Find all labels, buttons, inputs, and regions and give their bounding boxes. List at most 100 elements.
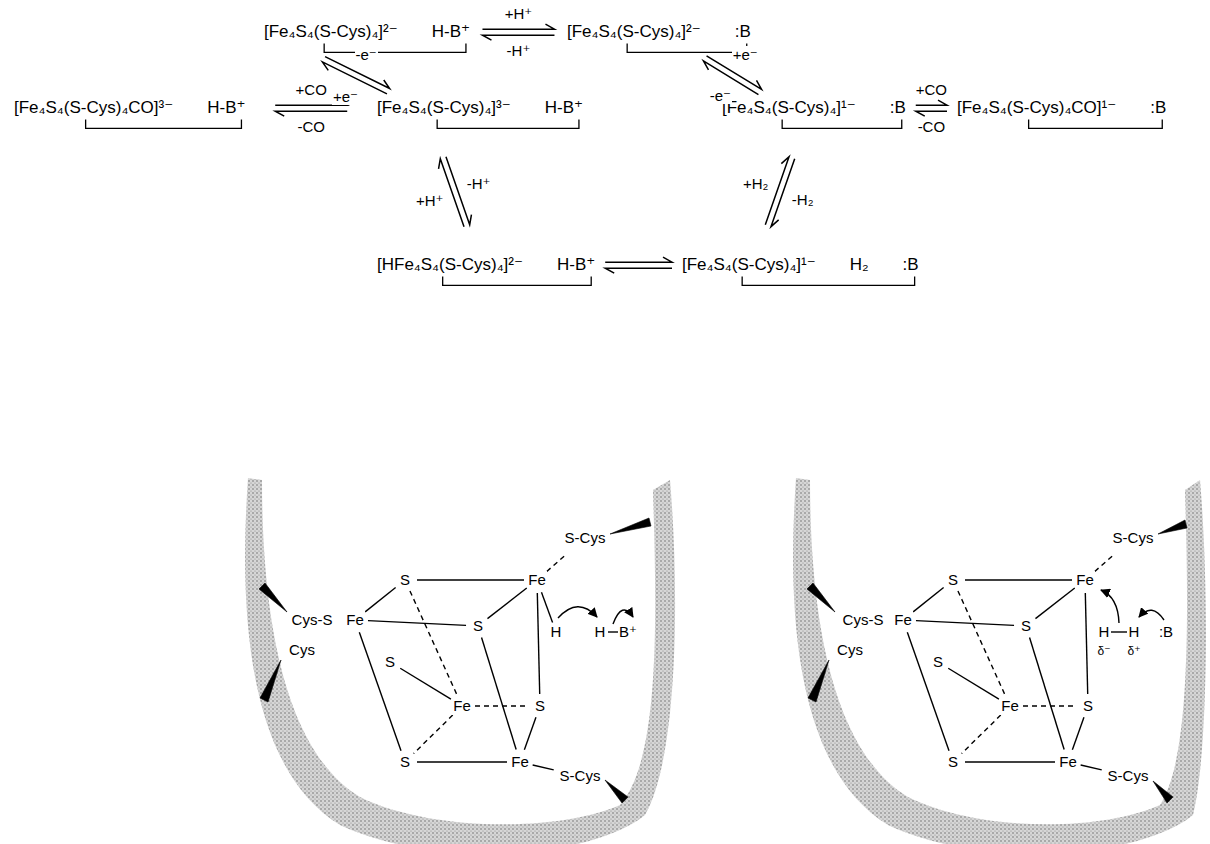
reaction-label: +H₂ — [742, 175, 769, 192]
protein-pocket — [245, 478, 675, 844]
atom-label: S — [399, 753, 411, 770]
cluster-formula: [Fe₄S₄(S-Cys)₄CO]³⁻ — [14, 98, 173, 118]
base-label: H-B⁺ — [545, 98, 583, 118]
bond-line — [1081, 765, 1102, 770]
cys-wedge — [807, 583, 835, 612]
atom-label: H — [594, 623, 607, 640]
protein-pocket — [793, 478, 1206, 844]
cluster-formula: [Fe₄S₄(S-Cys)₄]¹⁻ — [722, 98, 856, 118]
bond-line — [365, 587, 395, 611]
atom-label: S-Cys — [564, 529, 607, 546]
half-arrow — [275, 111, 347, 116]
reaction-label: -H⁺ — [466, 175, 492, 192]
half-arrow — [916, 111, 947, 116]
bond-line — [913, 587, 943, 611]
bracket-line — [86, 119, 242, 128]
atom-label: H — [1128, 623, 1141, 640]
cys-wedge — [260, 660, 281, 702]
base-label: H₂ — [850, 255, 869, 275]
atom-label: S — [947, 753, 959, 770]
bond-line — [1030, 637, 1065, 749]
bond-line — [916, 621, 1014, 626]
species-node: [Fe₄S₄(S-Cys)₄]¹⁻ :B — [720, 98, 908, 118]
bond-line — [1035, 588, 1074, 619]
cluster-formula: [Fe₄S₄(S-Cys)₄]³⁻ — [377, 98, 511, 118]
species-node: [Fe₄S₄(S-Cys)₄]²⁻H-B⁺ — [262, 22, 472, 42]
atom-label: Fe — [1075, 571, 1095, 588]
base-label: :B — [1150, 98, 1166, 118]
bond-line — [414, 715, 453, 753]
equilibrium-arrow — [916, 100, 947, 116]
cys-wedge — [1153, 781, 1173, 803]
atom-label: Cys — [288, 641, 316, 658]
species-node: [Fe₄S₄(S-Cys)₄]²⁻ :B — [565, 22, 753, 42]
reaction-label: +CO — [295, 81, 328, 98]
reaction-label: -e⁻ — [709, 87, 732, 104]
bond-line — [948, 668, 999, 699]
half-arrow — [482, 35, 554, 40]
half-arrow — [605, 268, 672, 273]
bond-line — [533, 765, 554, 770]
reaction-label: -e⁻ — [355, 46, 378, 63]
bond-line — [965, 579, 1072, 580]
bond-line — [1023, 705, 1076, 706]
bond-line — [907, 632, 949, 750]
atom-label: S — [1082, 697, 1094, 714]
bond-line — [1095, 556, 1113, 572]
base-label: :B — [735, 22, 751, 42]
atom-label: Fe — [510, 753, 530, 770]
atom-label: S-Cys — [1112, 529, 1155, 546]
bond-line — [359, 632, 401, 750]
equilibrium-arrow — [605, 257, 672, 273]
bracket-line — [742, 276, 914, 285]
atom-label: S — [932, 653, 944, 670]
bond-line — [475, 705, 528, 706]
reaction-label: -CO — [917, 118, 947, 135]
bond-line — [1072, 717, 1084, 749]
atom-label: H — [1098, 623, 1111, 640]
species-node: [Fe₄S₄(S-Cys)₄CO]³⁻ H-B⁺ — [12, 98, 247, 118]
bond-line — [965, 761, 1055, 762]
reaction-label: +CO — [915, 81, 948, 98]
reaction-label: -H₂ — [791, 191, 815, 208]
atom-label: Fe — [1058, 753, 1078, 770]
bracket-line — [443, 276, 592, 285]
atom-label: S — [472, 617, 484, 634]
bond-line — [547, 556, 565, 572]
species-node: [Fe₄S₄(S-Cys)₄]¹⁻H₂:B — [680, 255, 921, 275]
cys-wedge — [1158, 520, 1187, 534]
base-label: :B — [890, 98, 906, 118]
species-node: [HFe₄S₄(S-Cys)₄]²⁻H-B⁺ — [375, 255, 597, 275]
bracket-line — [1029, 119, 1163, 128]
atom-label: S — [534, 697, 546, 714]
equilibrium-arrow — [482, 24, 554, 40]
cys-wedge — [808, 660, 829, 702]
atom-label: Fe — [345, 611, 365, 628]
bond-line — [487, 588, 526, 619]
atom-label: S — [947, 571, 959, 588]
curved-arrow — [1101, 590, 1119, 623]
atom-label: S — [1020, 617, 1032, 634]
atom-label: Cys-S — [291, 611, 334, 628]
atom-label: Fe — [452, 697, 472, 714]
atom-label: S — [399, 571, 411, 588]
bracket-line — [437, 119, 579, 128]
cluster-formula: [HFe₄S₄(S-Cys)₄]²⁻ — [377, 255, 523, 275]
atom-label: S-Cys — [559, 767, 602, 784]
cluster-formula: [Fe₄S₄(S-Cys)₄]²⁻ — [264, 22, 398, 42]
half-arrow — [605, 257, 672, 262]
bond-line — [1085, 593, 1087, 694]
bond-line — [368, 621, 466, 626]
bracket-line — [627, 43, 747, 52]
reaction-label: +H⁺ — [415, 192, 445, 209]
half-arrow — [482, 24, 554, 29]
bond-line — [541, 592, 552, 622]
atom-label: Fe — [527, 571, 547, 588]
cys-wedge — [605, 780, 628, 803]
curved-arrow — [558, 607, 597, 618]
cluster-formula: [Fe₄S₄(S-Cys)₄]²⁻ — [567, 22, 701, 42]
base-label: H-B⁺ — [207, 98, 245, 118]
cys-wedge — [259, 583, 287, 612]
